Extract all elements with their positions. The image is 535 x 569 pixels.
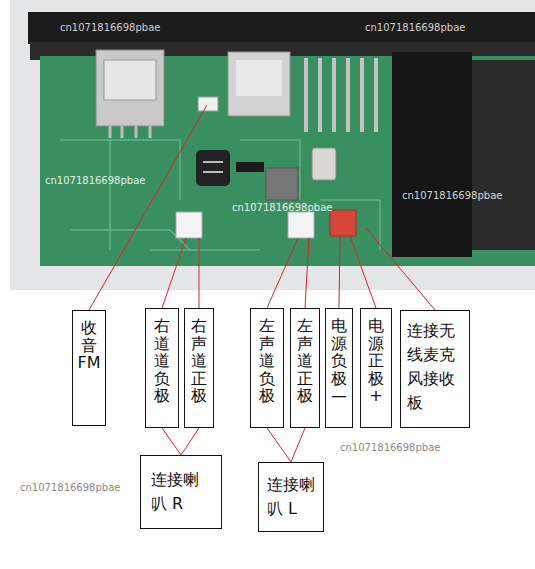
- terminal-label-box: 左声道负极: [250, 308, 284, 428]
- pin: [318, 58, 322, 132]
- pin: [121, 126, 124, 138]
- label-text: 电源正极+: [368, 317, 384, 405]
- watermark: cn1071816698pbae: [60, 22, 160, 33]
- speaker-label-box: 连接喇叭 L: [258, 462, 324, 532]
- pin: [332, 58, 336, 132]
- trace: [109, 140, 111, 250]
- watermark: cn1071816698pbae: [20, 482, 120, 493]
- watermark: cn1071816698pbae: [232, 202, 332, 213]
- speaker-wire: [181, 428, 199, 455]
- leader-line: [89, 105, 207, 310]
- leader-line: [267, 238, 298, 308]
- capacitor: [196, 150, 230, 186]
- photo-background: [10, 0, 535, 290]
- receiver-connector-side: [472, 60, 535, 250]
- leader-line: [350, 236, 376, 308]
- pcb-traces: [60, 140, 380, 250]
- leader-line: [366, 228, 435, 310]
- capacitor-marking: [203, 171, 223, 173]
- leader-line: [199, 238, 200, 308]
- label-text: 左声道正极: [297, 317, 313, 405]
- speaker-label-box: 连接喇叭 R: [140, 455, 222, 529]
- front-panel: [28, 12, 535, 44]
- trace: [60, 140, 180, 200]
- trace: [70, 230, 190, 250]
- terminal-label-box: 左声道正极: [290, 308, 320, 428]
- pin: [149, 126, 152, 138]
- sd-card-slot-inner: [236, 60, 282, 96]
- watermark: cn1071816698pbae: [365, 22, 465, 33]
- watermark: cn1071816698pbae: [340, 442, 440, 453]
- label-text: 连接喇叭 R: [151, 468, 211, 516]
- terminal-label-box: 电源负极—: [325, 308, 353, 428]
- header-pins: [306, 58, 376, 132]
- receiver-label-box: 连接无线麦克风接收板: [400, 310, 470, 428]
- label-text: 电源负极—: [331, 317, 347, 405]
- pin: [360, 58, 364, 132]
- usb-pins: [110, 126, 150, 138]
- label-text: 收音FM: [77, 319, 101, 372]
- speaker-wire: [162, 428, 181, 455]
- leader-line: [339, 236, 340, 308]
- terminal-label-box: 右声道正极: [184, 308, 214, 428]
- terminal-label-box: 电源正极+: [360, 308, 392, 428]
- receiver-connector-block: [392, 52, 472, 257]
- chip: [236, 162, 264, 172]
- fm-label-box: 收音FM: [72, 310, 106, 426]
- pin: [135, 126, 138, 138]
- usb-port-inner: [104, 60, 156, 100]
- pin: [346, 58, 350, 132]
- right-speaker-connector: [176, 212, 202, 238]
- terminal-label-box: 右道道负极: [145, 308, 179, 428]
- capacitor-marking: [203, 161, 223, 163]
- trace: [150, 249, 260, 251]
- pin: [374, 58, 378, 132]
- leader-lines: [89, 105, 435, 310]
- left-speaker-connector: [288, 212, 314, 238]
- pin: [109, 126, 112, 138]
- fm-antenna-connector: [198, 97, 218, 111]
- label-text: 左声道负极: [259, 317, 275, 405]
- label-text: 右道道负极: [154, 317, 170, 405]
- small-capacitor: [312, 148, 336, 180]
- usb-port: [96, 50, 164, 126]
- label-text: 连接无线麦克风接收板: [407, 319, 463, 415]
- watermark: cn1071816698pbae: [402, 190, 502, 201]
- inductor: [266, 168, 298, 200]
- power-connector: [330, 210, 356, 236]
- speaker-wire: [291, 428, 305, 462]
- speaker-wire: [267, 428, 291, 462]
- pin: [304, 58, 308, 132]
- leader-line: [162, 238, 186, 308]
- label-text: 右声道正极: [191, 317, 207, 405]
- leader-line: [305, 238, 309, 308]
- sd-card-slot: [228, 52, 290, 116]
- watermark: cn1071816698pbae: [45, 175, 145, 186]
- label-text: 连接喇叭 L: [267, 473, 315, 521]
